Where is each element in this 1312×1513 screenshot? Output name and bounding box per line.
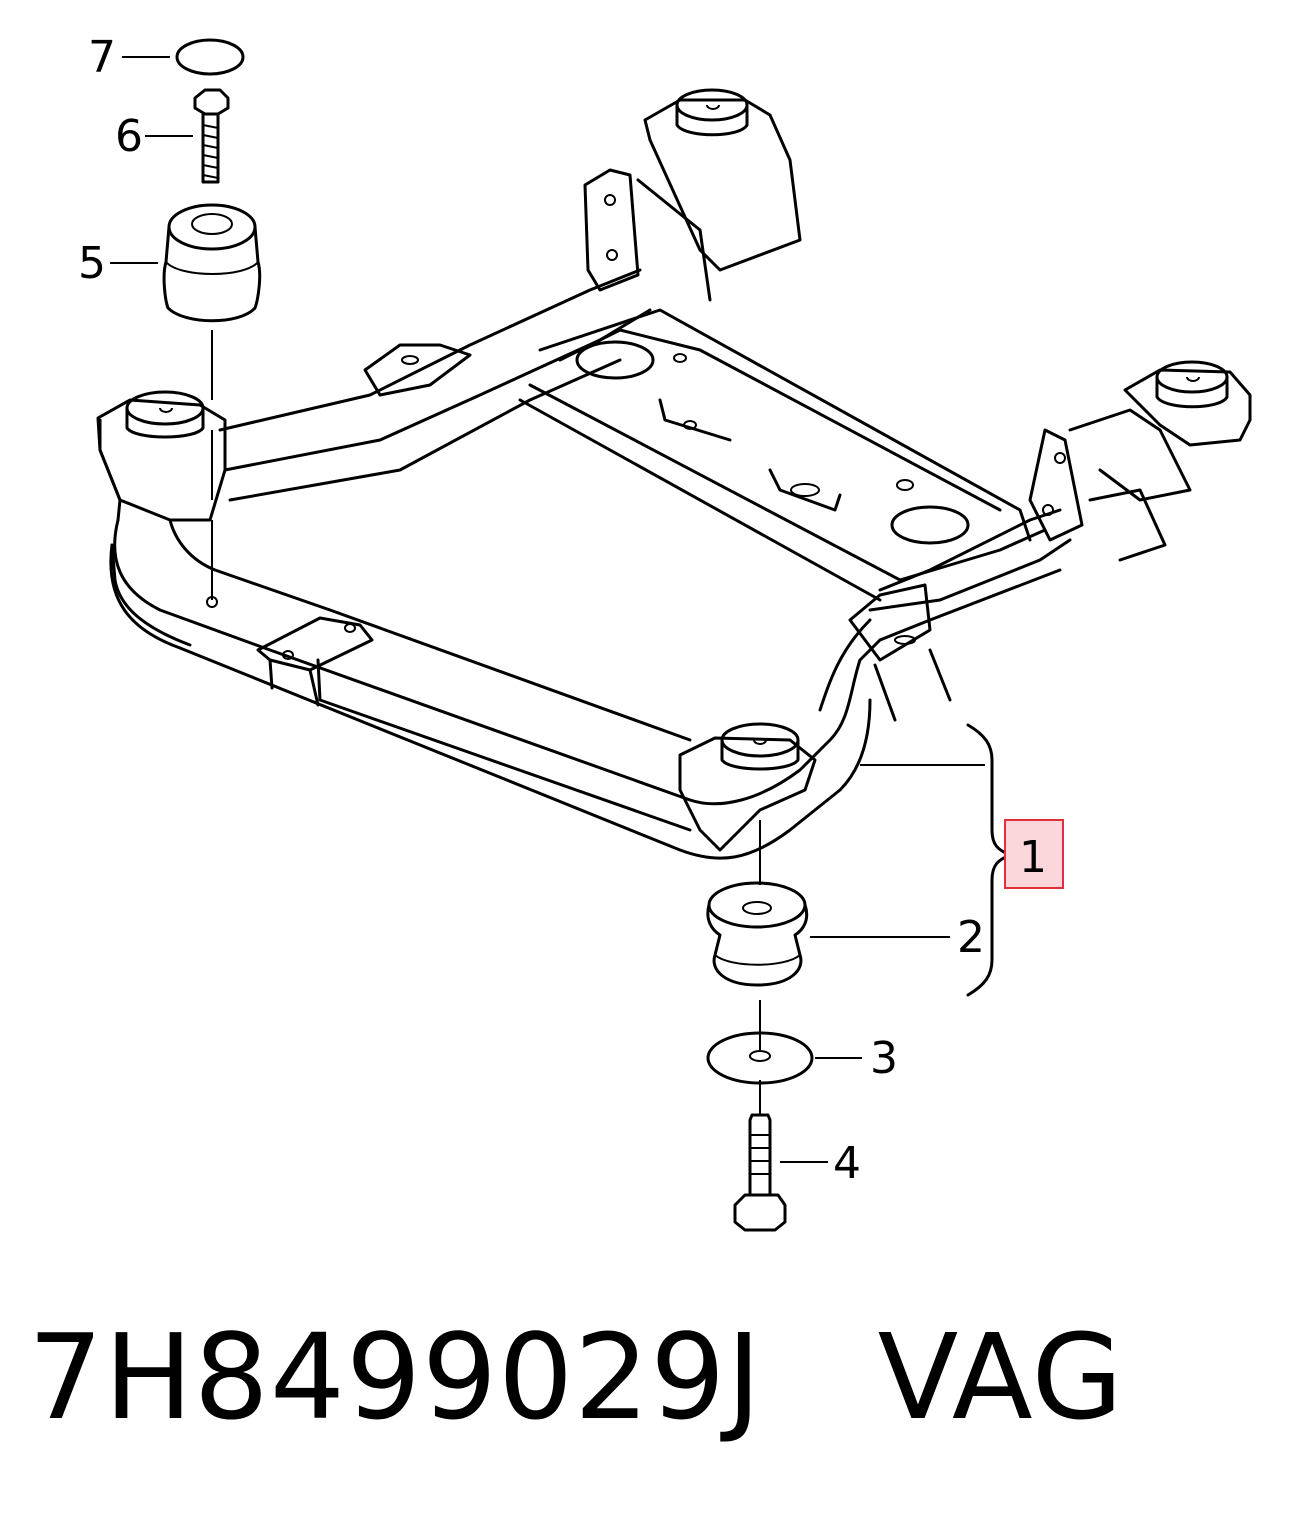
- callout-1-highlight: [1004, 819, 1064, 889]
- callout-4-label: 4: [833, 1138, 861, 1189]
- callout-7-label: 7: [88, 32, 116, 83]
- assembly-bracket: [860, 723, 1012, 997]
- bolt-4: [733, 1113, 787, 1232]
- callout-3-label: 3: [870, 1033, 898, 1084]
- subframe: [96, 88, 1252, 860]
- callout-6-label: 6: [115, 111, 143, 162]
- bolt-6: [193, 88, 230, 184]
- bushing-2: [706, 881, 809, 987]
- subframe-exploded-diagram: 1 2 3 4 5 6 7: [78, 32, 1252, 1232]
- axis-line-left: [206, 330, 218, 608]
- callout-1-label: 1: [1019, 832, 1047, 883]
- bushing-5: [162, 203, 262, 323]
- part-number: 7H8499029J: [28, 1308, 763, 1446]
- washer-3: [706, 1031, 814, 1085]
- callout-5-label: 5: [78, 238, 106, 289]
- leader-lines: [110, 56, 950, 1163]
- brand-name: VAG: [877, 1308, 1124, 1446]
- cap-7: [175, 38, 245, 76]
- part-caption: 7H8499029J VAG: [28, 1318, 1124, 1436]
- callout-2-label: 2: [957, 912, 985, 963]
